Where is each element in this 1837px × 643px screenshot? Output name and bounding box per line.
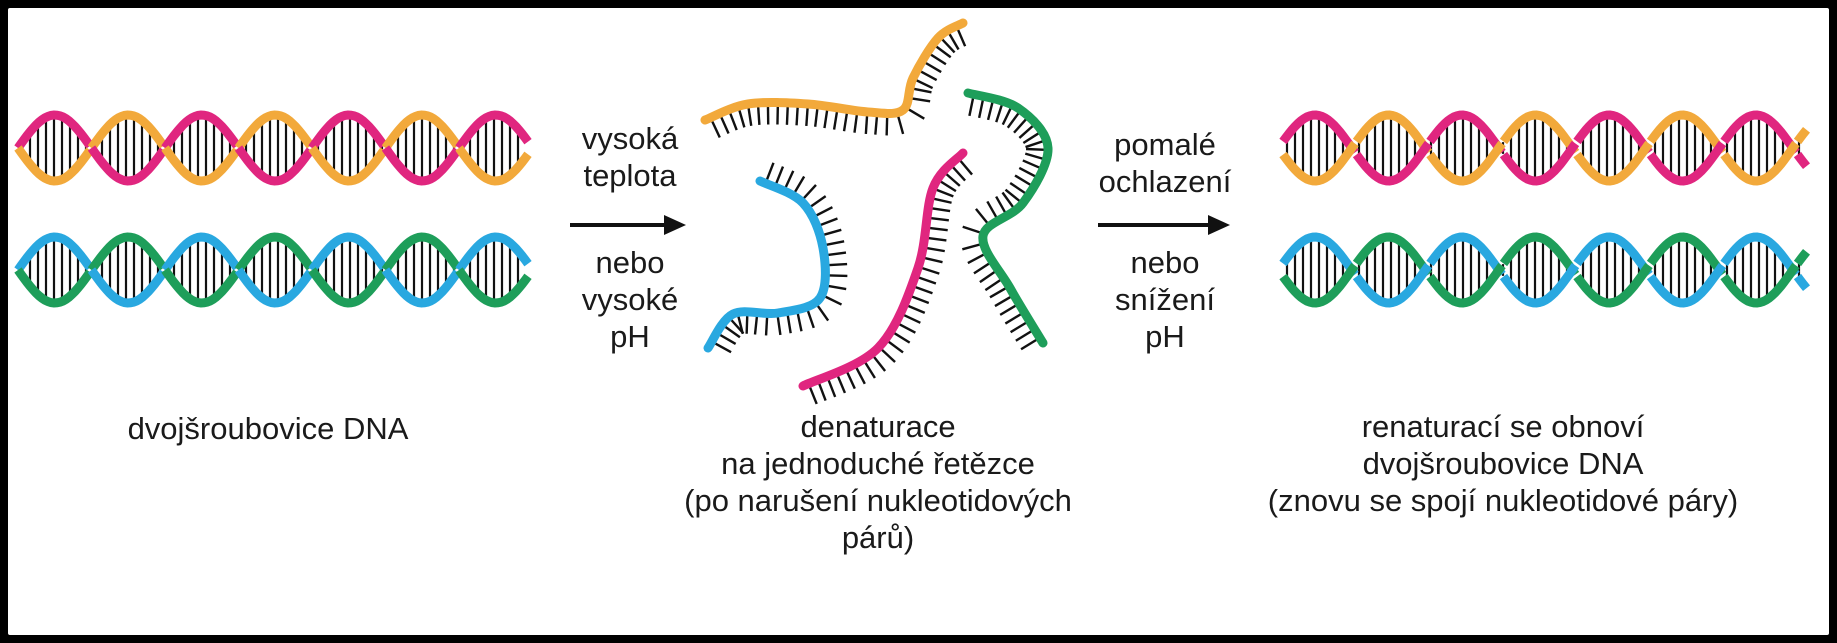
arrow2-above-line2: ochlazení (1085, 163, 1245, 200)
arrow2-label-below: nebo snížení pH (1085, 244, 1245, 355)
caption-middle-line4: párů) (588, 519, 1168, 556)
arrow1-below-line2: vysoké (560, 281, 700, 318)
single-strands-group (705, 23, 1048, 404)
arrow2-above-line1: pomalé (1085, 126, 1245, 163)
caption-middle: denaturace na jednoduché řetězce (po nar… (588, 408, 1168, 556)
caption-middle-line3: (po narušení nukleotidových (588, 482, 1168, 519)
arrow1-above-line1: vysoká (560, 120, 700, 157)
strand-blue (708, 163, 847, 352)
caption-right-line1: renaturací se obnoví (1193, 408, 1813, 445)
caption-middle-line1: denaturace (588, 408, 1168, 445)
helix-left-bottom (18, 237, 528, 303)
caption-left-line1: dvojšroubovice DNA (68, 410, 468, 447)
helix-right-top (1283, 115, 1807, 181)
strand-orange (705, 23, 965, 138)
arrow2-below-line3: pH (1085, 318, 1245, 355)
arrow1-label-below: nebo vysoké pH (560, 244, 700, 355)
arrow2-label-above: pomalé ochlazení (1085, 126, 1245, 200)
strand-green (962, 93, 1048, 349)
arrow1-below-line1: nebo (560, 244, 700, 281)
arrow2-below-line2: snížení (1085, 281, 1245, 318)
caption-right-line2: dvojšroubovice DNA (1193, 445, 1813, 482)
caption-middle-line2: na jednoduché řetězce (588, 445, 1168, 482)
caption-left: dvojšroubovice DNA (68, 410, 468, 447)
helix-right-bottom (1283, 237, 1807, 303)
diagram-frame: vysoká teplota nebo vysoké pH pomalé och… (8, 8, 1829, 635)
arrow1-label-above: vysoká teplota (560, 120, 700, 194)
arrow-renature (1098, 215, 1230, 235)
arrow1-below-line3: pH (560, 318, 700, 355)
arrow-denature (570, 215, 686, 235)
arrows-group (570, 215, 1230, 235)
arrow1-above-line2: teplota (560, 157, 700, 194)
helix-left-top (18, 115, 528, 181)
caption-right: renaturací se obnoví dvojšroubovice DNA … (1193, 408, 1813, 519)
arrow2-below-line1: nebo (1085, 244, 1245, 281)
caption-right-line3: (znovu se spojí nukleotidové páry) (1193, 482, 1813, 519)
